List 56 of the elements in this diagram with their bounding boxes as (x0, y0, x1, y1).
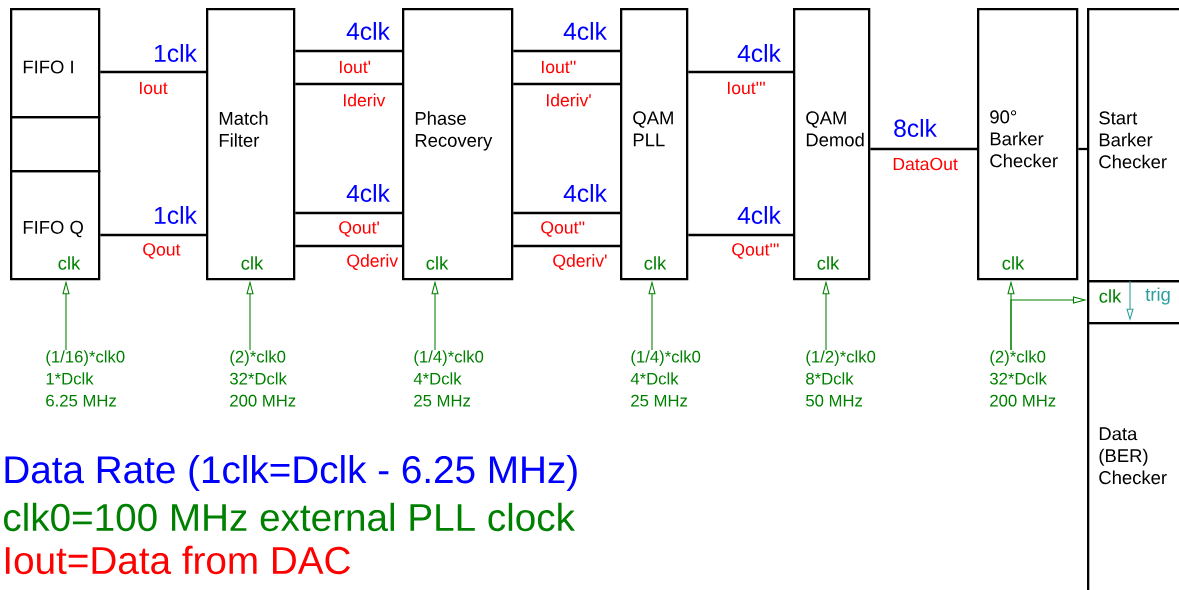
connector-line (295, 211, 402, 215)
process-box: Match Filter clk (206, 8, 296, 281)
connector-line (688, 233, 793, 237)
process-box: FIFO Q clk (10, 170, 101, 281)
connector-line (295, 244, 402, 248)
process-box: Start Barker Checker (1087, 8, 1179, 283)
process-box (10, 116, 101, 173)
rate-label: 4clk (563, 183, 607, 203)
signal-label: Qderiv' (553, 254, 607, 271)
clock-label: (1/4)*clk0 4*Dclk 25 MHz (630, 350, 701, 407)
signal-label: Qderiv (347, 254, 399, 271)
signal-label: Qout''' (732, 243, 779, 259)
signal-label: Iout''' (728, 81, 765, 95)
rate-label: 4clk (737, 205, 781, 225)
note-text: clk0=100 MHz external PLL clock (4, 502, 575, 532)
connector-line (100, 70, 206, 74)
process-box: FIFO I (10, 8, 101, 119)
process-box: 90° Barker Checker clk (977, 8, 1079, 281)
note-text: Data Rate (1clk=Dclk - 6.25 MHz) (5, 455, 577, 491)
signal-label: Ideriv (344, 93, 386, 107)
signal-label: Ideriv' (547, 93, 591, 107)
connector-line (295, 82, 402, 86)
rate-label: 4clk (346, 183, 390, 203)
clock-label: (1/16)*clk0 1*Dclk 6.25 MHz (46, 350, 125, 407)
signal-label: Iout (140, 81, 168, 95)
connector-line (688, 70, 793, 74)
connector-line (295, 49, 402, 53)
rate-label: 4clk (737, 43, 781, 63)
connector-line (513, 211, 620, 215)
signal-label: Qout'' (541, 221, 585, 237)
rate-label: 8clk (894, 118, 937, 138)
process-box: QAM Demod clk (793, 8, 871, 281)
signal-label: Qout' (339, 221, 379, 237)
connector-line (870, 147, 977, 151)
connector-line (100, 233, 206, 237)
port-box: clk trig (1087, 280, 1179, 325)
clock-label: (1/4)*clk0 4*Dclk 25 MHz (413, 350, 484, 407)
signal-label: Qout (143, 243, 181, 259)
process-box: QAM PLL clk (620, 8, 689, 281)
signal-label: Iout' (340, 60, 371, 74)
rate-label: 1clk (155, 43, 197, 63)
connector-line (513, 244, 620, 248)
clock-label: (2)*clk0 32*Dclk 200 MHz (230, 350, 296, 407)
connector-line (513, 49, 620, 53)
clock-label: (2)*clk0 32*Dclk 200 MHz (990, 350, 1056, 407)
rate-label: 1clk (155, 205, 197, 225)
rate-label: 4clk (346, 21, 390, 41)
process-box: Phase Recovery clk (402, 8, 514, 281)
note-text: Iout=Data from DAC (5, 545, 350, 575)
connector-line (1078, 147, 1087, 151)
signal-label: Iout'' (542, 60, 576, 74)
rate-label: 4clk (563, 21, 607, 41)
process-box: Data (BER) Checker (1087, 322, 1179, 590)
clock-label: (1/2)*clk0 8*Dclk 50 MHz (806, 350, 876, 407)
signal-label: DataOut (893, 157, 958, 171)
connector-line (513, 82, 620, 86)
